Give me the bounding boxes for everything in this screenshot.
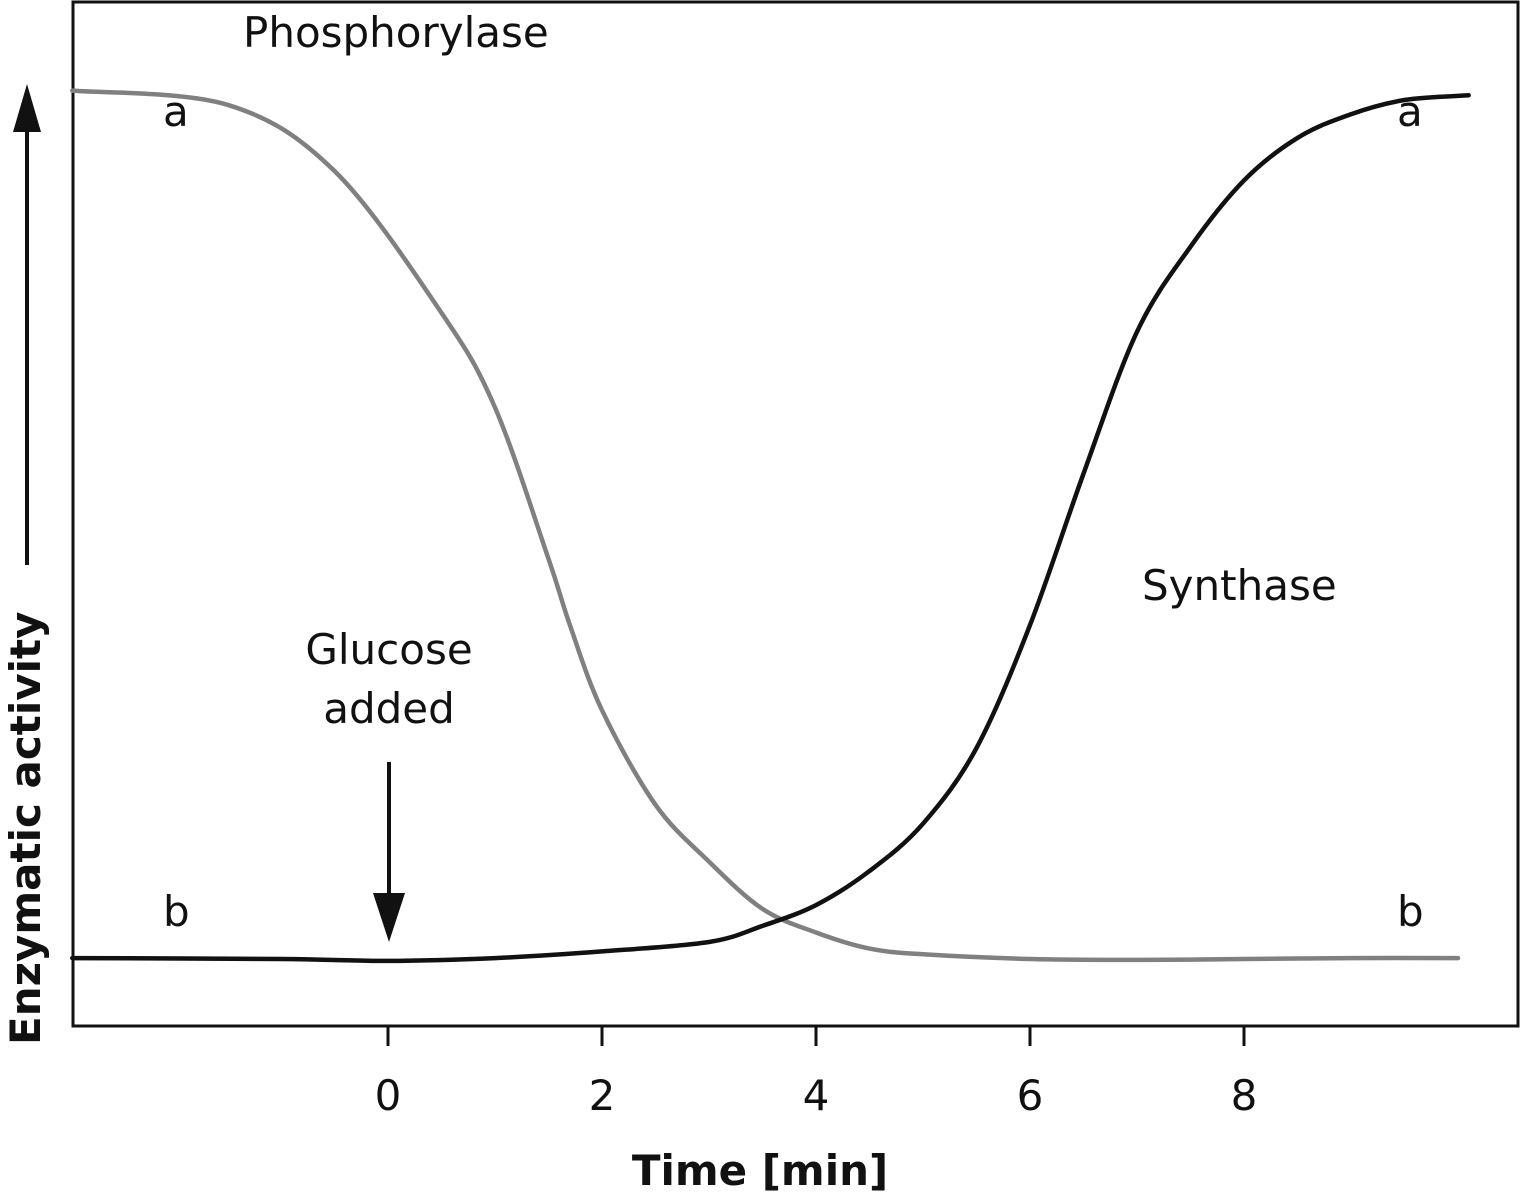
state-b-right-label: b: [1397, 887, 1424, 936]
phosphorylase-label: Phosphorylase: [243, 8, 549, 57]
glucose-annotation-line1: Glucose: [305, 625, 472, 674]
x-tick-label: 2: [589, 1071, 616, 1120]
series-line-phosphorylase: [70, 88, 1461, 963]
glucose-annotation-line2: added: [323, 684, 455, 733]
x-tick-label: 4: [803, 1071, 830, 1120]
plot-frame: [71, 0, 1520, 1028]
x-axis-label: Time [min]: [632, 1146, 888, 1195]
y-axis-arrow-head: [13, 84, 41, 132]
synthase-label: Synthase: [1142, 561, 1337, 610]
series-line-synthase: [70, 93, 1471, 964]
series-layer: [70, 88, 1471, 964]
x-tick-label: 8: [1231, 1071, 1258, 1120]
x-tick-label: 0: [375, 1071, 402, 1120]
y-axis-label: Enzymatic activity: [1, 612, 50, 1045]
state-a-right-label: a: [1397, 87, 1423, 136]
x-tick-label: 6: [1017, 1071, 1044, 1120]
x-axis-ticks: 0 2 4 6 8: [375, 1026, 1258, 1120]
state-b-left-label: b: [163, 887, 190, 936]
glucose-arrow-head: [373, 893, 405, 942]
state-a-left-label: a: [163, 87, 189, 136]
